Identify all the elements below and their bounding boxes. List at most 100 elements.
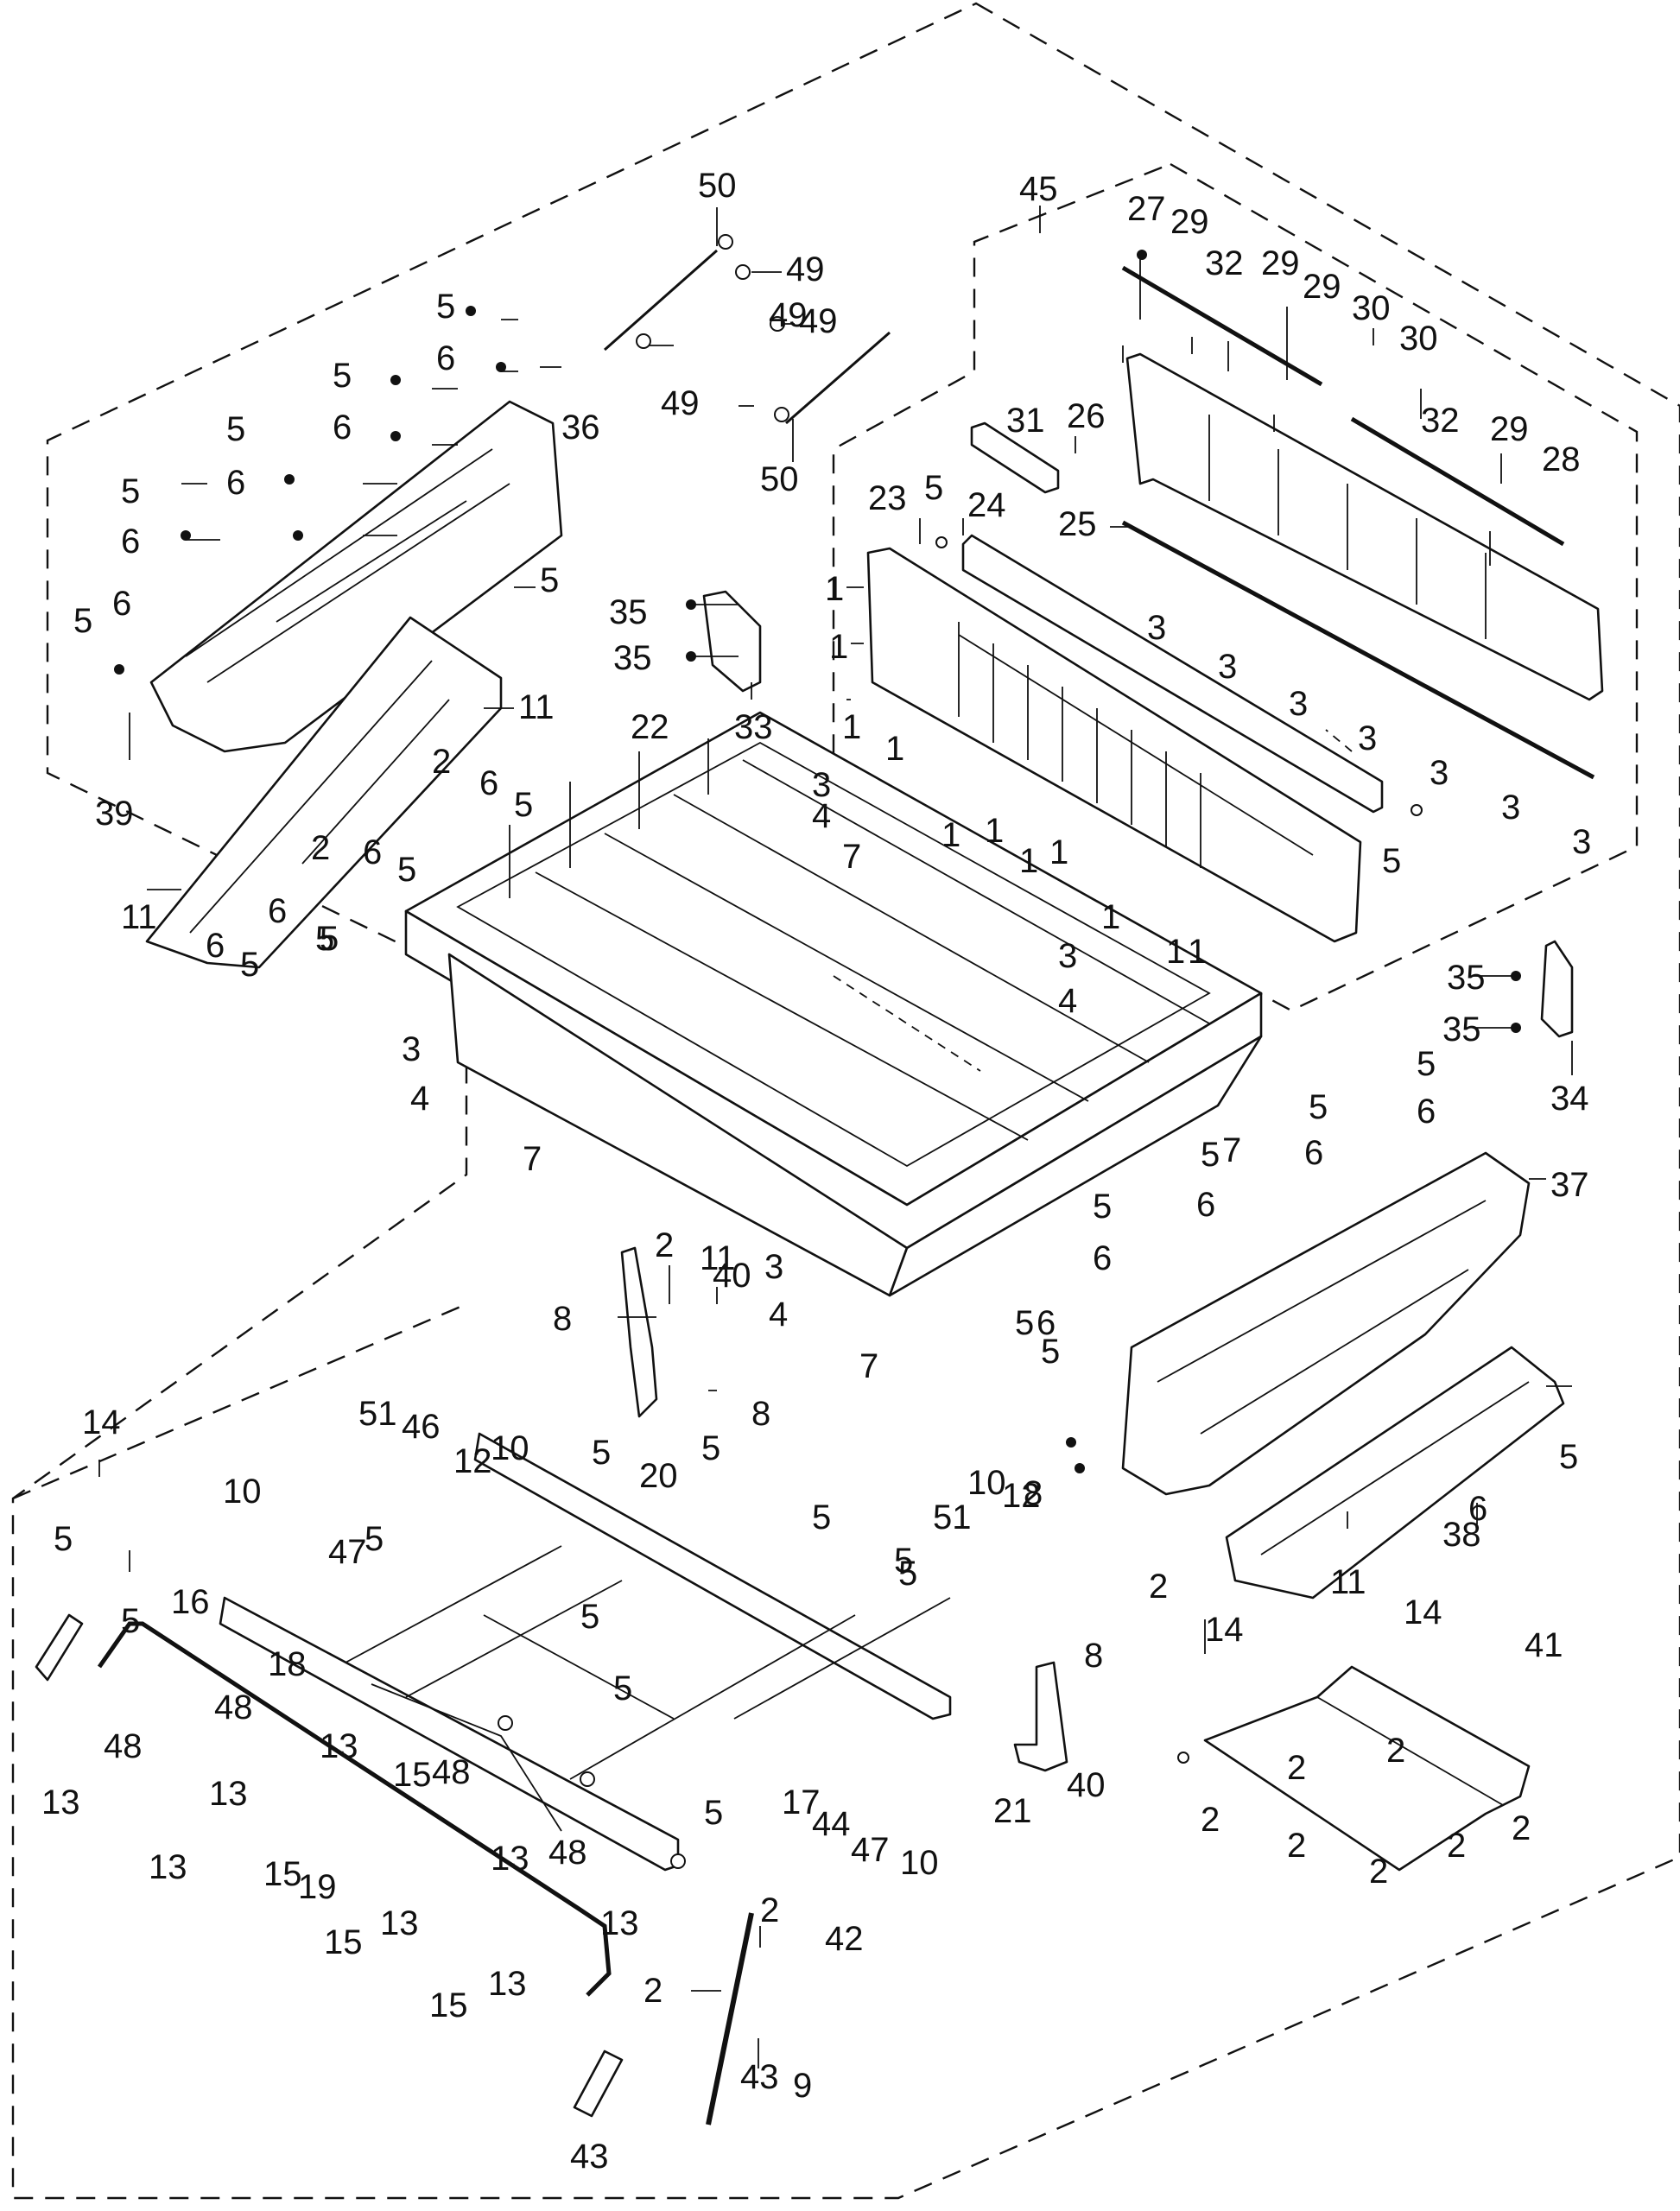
callout-3: 3 <box>764 1248 783 1286</box>
callout-10: 44 <box>812 1805 851 1843</box>
callout-2: 2 <box>1447 1827 1466 1865</box>
callout-3: 3 <box>402 1030 421 1068</box>
callout-5: 5 <box>613 1669 632 1707</box>
callout-5: 5 <box>365 1520 384 1558</box>
callout-2: 2 <box>1201 1801 1220 1839</box>
callout-6: 6 <box>1417 1093 1436 1131</box>
callout-11: 6 <box>1468 1490 1487 1528</box>
callout-6: 5 <box>1041 1333 1060 1371</box>
callout-12: 51 <box>358 1395 397 1433</box>
callout-8: 11 <box>700 1239 736 1277</box>
callout-7: 7 <box>523 1140 542 1178</box>
callout-48: 48 <box>432 1753 471 1791</box>
gas-strut-part <box>706 1912 754 2125</box>
callout-48: 16 <box>171 1583 210 1621</box>
callout-5: 5 <box>812 1498 831 1536</box>
callout-3: 3 <box>1147 609 1166 647</box>
tailgate-outer-panel-part <box>866 547 1362 943</box>
callout-3: 3 <box>1430 754 1449 792</box>
callout-4: 4 <box>769 1296 788 1334</box>
callout-3: 3 <box>1358 719 1377 757</box>
callout-2: 11 <box>1330 1563 1366 1601</box>
callout-32: 32 <box>1205 244 1244 282</box>
callout-35: 35 <box>609 593 648 631</box>
callout-5: 5 <box>121 472 140 510</box>
callout-49: 49 <box>769 296 808 334</box>
callout-14: 20 <box>639 1457 678 1495</box>
callout-7: 7 <box>1222 1131 1241 1169</box>
bed-frame-part <box>219 1432 952 1872</box>
callout-1: 1 <box>1049 833 1068 871</box>
callout-5: 5 <box>898 1555 917 1593</box>
callout-45: 45 <box>1019 170 1058 208</box>
callout-49: 49 <box>786 250 825 288</box>
callout-4: 4 <box>1058 982 1077 1020</box>
callout-2: 41 <box>1525 1626 1563 1664</box>
callout-49: 49 <box>661 384 700 422</box>
callout-41: 14 <box>1205 1611 1244 1649</box>
callout-5: 5 <box>436 288 455 326</box>
callout-23: 23 <box>868 479 907 517</box>
callout-6: 6 <box>1304 1134 1323 1172</box>
callout-2: 14 <box>1404 1593 1442 1631</box>
callout-39: 39 <box>95 795 134 833</box>
callout-3: 3 <box>1218 648 1237 686</box>
callout-5: 5 <box>315 920 334 958</box>
callout-1: 1 <box>941 816 960 854</box>
right-hinge-bracket-part <box>1013 1661 1068 1772</box>
callout-16: 43 <box>570 2138 609 2176</box>
callout-13: 13 <box>488 1965 527 2003</box>
callout-2: 2 <box>311 829 330 867</box>
callout-1: 1 <box>985 812 1004 850</box>
callout-30: 30 <box>1399 320 1438 358</box>
grip-lower-part <box>573 2049 624 2118</box>
callout-35: 35 <box>1442 1010 1481 1048</box>
fasteners <box>114 234 1521 1869</box>
callout-35: 35 <box>613 639 652 677</box>
callout-16: 5 <box>54 1520 73 1558</box>
bed-cable-right-part <box>785 331 891 425</box>
callout-1: 1 <box>829 628 848 666</box>
callout-47: 10 <box>491 1429 529 1467</box>
callout-6: 6 <box>436 339 455 377</box>
callout-14: 21 <box>993 1792 1032 1830</box>
callout-2: 2 <box>1369 1853 1388 1891</box>
callout-1: 1 <box>1101 898 1120 936</box>
callout-43: 2 <box>760 1891 779 1929</box>
callout-5: 5 <box>704 1794 723 1832</box>
callout-1: 1 <box>1019 842 1038 880</box>
tailgate-handle-part <box>970 421 1060 494</box>
callout-47: 17 <box>782 1783 821 1821</box>
callout-5: 5 <box>1417 1045 1436 1083</box>
callout-1: 1 <box>842 708 861 746</box>
callout-3: 3 <box>1289 685 1308 723</box>
callout-22: 22 <box>631 708 669 746</box>
callout-13: 48 <box>104 1727 143 1765</box>
callout-10: 47 <box>851 1831 890 1869</box>
callout-5: 5 <box>1093 1188 1112 1226</box>
callout-5: 6 <box>1037 1304 1056 1342</box>
left-side-rail-part <box>149 400 563 753</box>
skid-plate-part <box>1203 1665 1531 1872</box>
callout-8: 40 <box>713 1257 751 1295</box>
callout-4: 4 <box>410 1080 429 1118</box>
callout-2: 2 <box>1287 1749 1306 1787</box>
callout-24: 24 <box>967 486 1006 524</box>
callout-4: 4 <box>812 797 831 835</box>
callout-11: 11 <box>518 688 555 726</box>
callout-15: 15 <box>429 1986 468 2024</box>
callout-13: 13 <box>600 1904 639 1942</box>
callout-8: 10 <box>967 1464 1006 1502</box>
callout-5: 5 <box>1309 1088 1328 1126</box>
callout-35: 35 <box>1447 959 1486 997</box>
right-inner-liner-part <box>1225 1346 1565 1600</box>
callout-5: 5 <box>73 602 92 640</box>
stabilizer-bar-part <box>97 1621 612 1997</box>
callout-13: 13 <box>209 1775 248 1813</box>
tailgate-trim-strip-part <box>961 534 1384 814</box>
left-tail-light-part <box>702 590 762 693</box>
tailgate-seal-part <box>1121 520 1595 780</box>
callout-13: 13 <box>320 1727 358 1765</box>
callout-29: 29 <box>1261 244 1300 282</box>
callout-15: 15 <box>324 1923 363 1961</box>
